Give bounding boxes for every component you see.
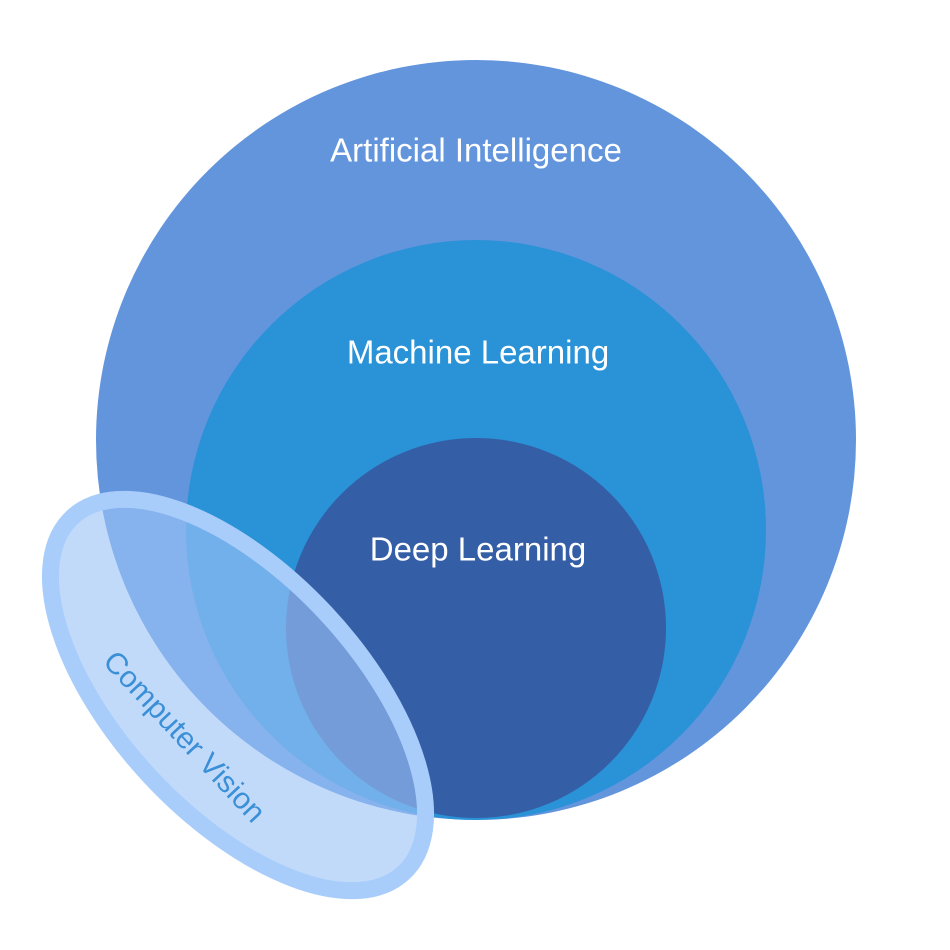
dl-label: Deep Learning [370,531,587,568]
computer-vision-ring [41,490,435,900]
ml-label: Machine Learning [347,334,609,371]
computer-vision-fill [50,499,426,891]
ai-label: Artificial Intelligence [330,132,622,169]
computer-vision-ellipse [41,490,435,900]
